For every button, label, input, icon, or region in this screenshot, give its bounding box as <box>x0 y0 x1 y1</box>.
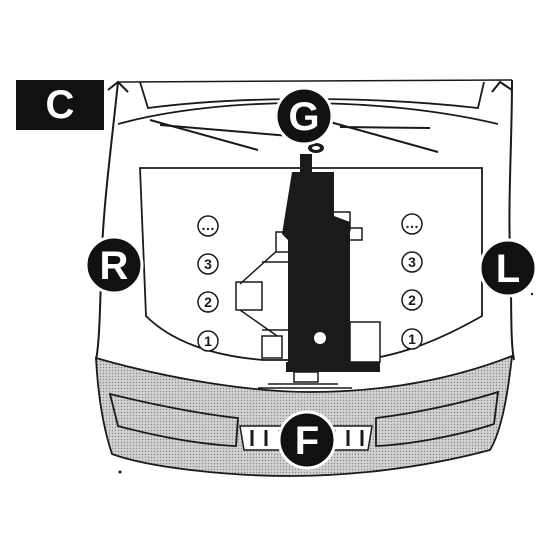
section-label-box: C <box>16 80 104 130</box>
right-position-list: … 3 2 1 <box>401 213 423 350</box>
marker-left: R <box>84 235 144 295</box>
right-position-3-label: 3 <box>408 254 416 270</box>
left-position-1: 1 <box>197 330 219 352</box>
right-position-1-label: 1 <box>408 331 416 347</box>
right-position-1: 1 <box>401 328 423 350</box>
left-fog-light <box>108 392 239 447</box>
right-position-4-label: … <box>405 215 419 231</box>
section-label: C <box>46 83 75 127</box>
left-position-2: 2 <box>197 291 219 313</box>
left-position-4-label: … <box>201 217 215 233</box>
marker-top-label: G <box>288 95 319 139</box>
left-position-3: 3 <box>197 253 219 275</box>
left-position-1-label: 1 <box>204 333 212 349</box>
left-position-2-label: 2 <box>204 294 212 310</box>
marker-bottom-label: F <box>295 419 319 463</box>
right-fog-light <box>375 390 500 447</box>
marker-left-label: R <box>100 244 129 288</box>
engine-assembly <box>235 143 381 393</box>
reference-marks <box>118 292 534 474</box>
marker-top: G <box>274 86 334 146</box>
marker-right: L <box>478 238 538 298</box>
right-position-4: … <box>401 213 423 235</box>
right-position-2-label: 2 <box>408 292 416 308</box>
left-position-4: … <box>197 215 219 237</box>
marker-right-label: L <box>496 247 520 291</box>
left-position-3-label: 3 <box>204 256 212 272</box>
left-position-list: … 3 2 1 <box>197 215 219 352</box>
wiper-blades <box>149 119 439 153</box>
marker-bottom: F <box>277 410 337 470</box>
right-position-3: 3 <box>401 251 423 273</box>
right-position-2: 2 <box>401 289 423 311</box>
